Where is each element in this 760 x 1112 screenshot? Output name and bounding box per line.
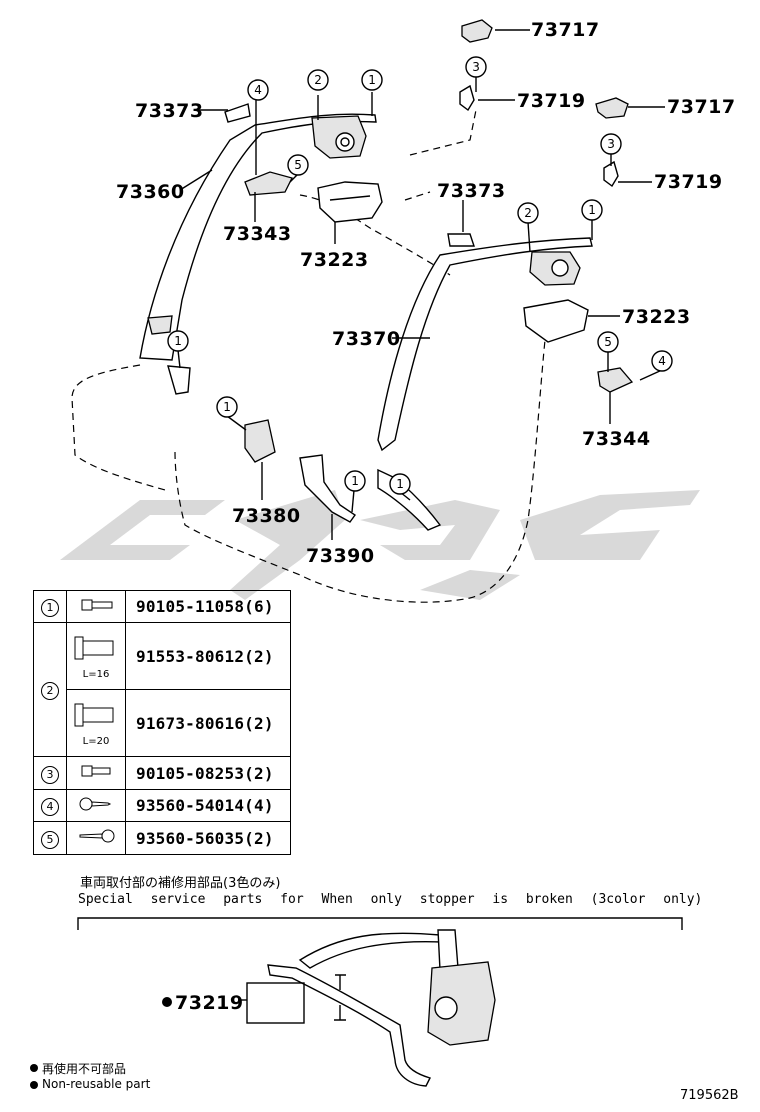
flange-bolt-icon — [74, 636, 114, 660]
circle-number: 1 — [41, 599, 59, 618]
circle-number: 3 — [41, 765, 59, 784]
circle-number: 2 — [41, 682, 59, 701]
svg-text:5: 5 — [294, 158, 302, 172]
table-row: 2 L=16 91553-80612(2) — [33, 622, 291, 758]
circle-number: 4 — [41, 798, 59, 817]
table-row: 4 93560-54014(4) — [33, 788, 291, 823]
legend-dot-icon — [30, 1081, 38, 1089]
clip-top — [459, 19, 629, 188]
fastener-table: 1 90105-11058(6) 2 L=16 91553-80612(2) L… — [33, 589, 291, 855]
table-row: 3 90105-08253(2) — [33, 756, 291, 790]
svg-text:1: 1 — [174, 334, 182, 348]
fastener-code: 90105-11058(6) — [125, 589, 291, 624]
special-parts-jp: 車両取付部の補修用部品(3色のみ) — [80, 876, 281, 891]
left-bracket — [244, 171, 293, 196]
svg-text:5: 5 — [604, 335, 612, 349]
svg-text:3: 3 — [607, 137, 615, 151]
callout-73373-a: 73373 — [135, 100, 204, 122]
legend-jp: 再使用不可部品 — [42, 1062, 127, 1076]
bolt-length: L=20 — [82, 735, 110, 747]
right-seat-belt-assembly — [377, 233, 634, 531]
bolt-icon — [81, 599, 113, 611]
callout-73390: 73390 — [306, 545, 375, 567]
svg-text:3: 3 — [472, 60, 480, 74]
callout-73373-b: 73373 — [437, 180, 506, 202]
svg-text:1: 1 — [588, 203, 596, 217]
callout-73344: 73344 — [582, 428, 651, 450]
svg-text:4: 4 — [254, 83, 262, 97]
left-retractor — [311, 115, 367, 159]
callout-73717-a: 73717 — [531, 19, 600, 41]
flange-bolt-icon — [74, 703, 114, 727]
table-row: 5 93560-56035(2) — [33, 821, 291, 855]
callout-73223-b: 73223 — [622, 306, 691, 328]
svg-text:2: 2 — [314, 73, 322, 87]
fastener-code: 93560-56035(2) — [125, 821, 291, 855]
table-row: L=20 91673-80616(2) — [34, 689, 291, 758]
bolt-icon — [81, 765, 111, 777]
buckles — [244, 419, 356, 523]
special-service-section: 73219 — [77, 917, 683, 1087]
leader-lines — [177, 29, 665, 540]
svg-text:1: 1 — [351, 474, 359, 488]
callout-73219: 73219 — [175, 992, 244, 1014]
screw-icon — [79, 797, 112, 811]
part-callouts: 73717 73717 73719 73719 73373 73373 7336… — [116, 19, 736, 567]
svg-text:1: 1 — [223, 400, 231, 414]
fastener-code: 91673-80616(2) — [125, 689, 291, 758]
legend-dot-icon — [30, 1064, 38, 1072]
callout-73343: 73343 — [223, 223, 292, 245]
callout-73717-b: 73717 — [667, 96, 736, 118]
left-cover — [317, 181, 383, 223]
svg-text:4: 4 — [658, 354, 666, 368]
circle-number: 5 — [41, 830, 59, 849]
fastener-code: 93560-54014(4) — [125, 788, 291, 823]
fastener-code: 90105-08253(2) — [125, 756, 291, 790]
callout-73360: 73360 — [116, 181, 185, 203]
left-seat-belt-assembly — [139, 103, 377, 395]
illustration-id: 719562B — [680, 1088, 739, 1103]
screw-icon — [79, 829, 115, 843]
callout-73370: 73370 — [332, 328, 401, 350]
table-row: 1 90105-11058(6) — [33, 589, 291, 624]
special-parts-en: Special service parts for When only stop… — [78, 892, 703, 907]
circle-references: 2 1 4 5 3 3 2 1 5 4 1 1 1 1 — [167, 56, 673, 495]
svg-text:1: 1 — [368, 73, 376, 87]
callout-73380: 73380 — [232, 505, 301, 527]
svg-text:1: 1 — [396, 477, 404, 491]
watermark-logo — [60, 490, 700, 600]
fastener-code: 91553-80612(2) — [125, 622, 291, 691]
callout-73719-b: 73719 — [654, 171, 723, 193]
callout-73719-a: 73719 — [517, 90, 586, 112]
callout-73223-a: 73223 — [300, 249, 369, 271]
bolt-length: L=16 — [82, 668, 110, 680]
svg-text:2: 2 — [524, 206, 532, 220]
legend-en: Non-reusable part — [42, 1077, 151, 1091]
